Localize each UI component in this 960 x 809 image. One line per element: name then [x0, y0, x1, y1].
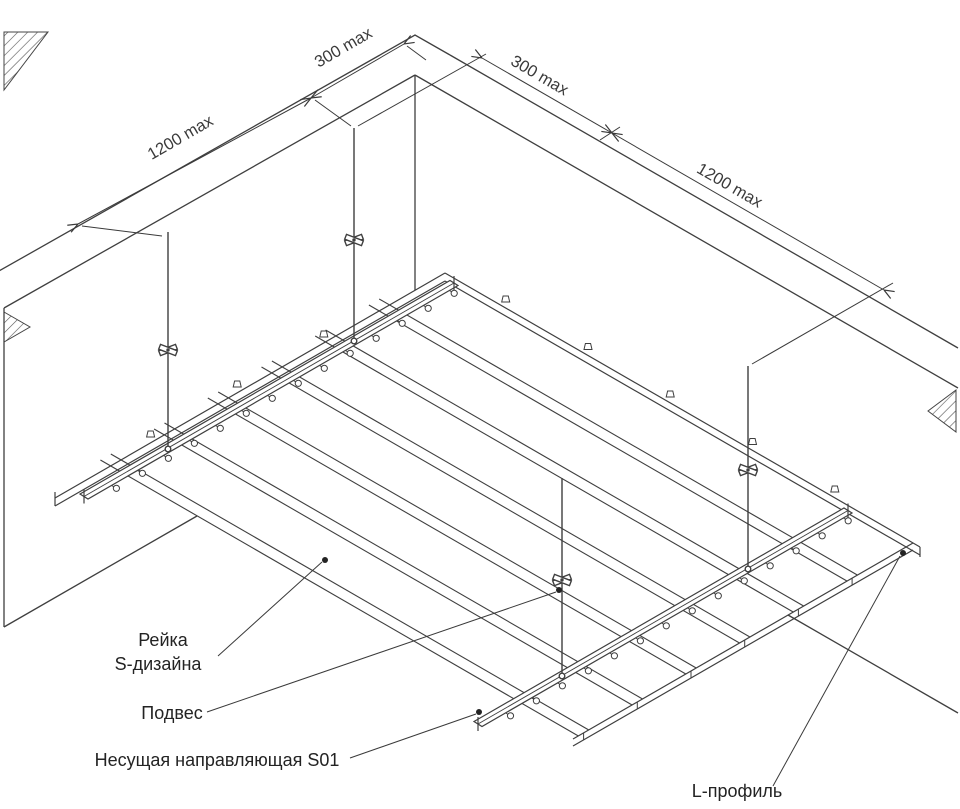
leader-line: [206, 591, 557, 713]
wall-dowel: [146, 430, 156, 438]
l-profile-right-edge: [444, 272, 921, 548]
l-profile-left-lip: [54, 280, 446, 507]
callout-dot: [476, 709, 482, 715]
slat-edge: [110, 453, 590, 731]
dimension-line-left-spacing: [78, 98, 311, 224]
wall-dowel: [232, 380, 242, 388]
slat-edge: [261, 366, 740, 644]
extension-line: [357, 53, 487, 127]
carriers: [78, 276, 854, 731]
dimension-line-right-offset: [482, 58, 612, 133]
leader-line: [217, 561, 323, 657]
wall-dowel: [665, 390, 675, 398]
callout-leaders: [206, 555, 901, 787]
leader-line: [349, 713, 477, 759]
slat-edge: [217, 391, 697, 669]
left-wall-bottom-edge: [3, 515, 198, 628]
hanger-hook-foot: [558, 672, 566, 680]
l-profile-left-edge: [54, 272, 446, 499]
dimension-line-right-spacing: [612, 133, 884, 290]
ceiling-front-edge: [572, 542, 914, 740]
callout-dots: [322, 550, 906, 715]
wall-dowel: [501, 295, 511, 303]
right-wall-face: [415, 75, 958, 713]
slat-edge: [164, 422, 643, 700]
rail-label-line1: Рейка: [138, 630, 189, 650]
wall-break-hatch-right: [927, 389, 957, 433]
slat-edge: [368, 304, 848, 582]
ceiling-front-edge-lip: [572, 549, 914, 747]
slats-group: [100, 298, 858, 740]
slat-edge: [100, 459, 579, 737]
carrier-rail-1-centerline: [83, 282, 455, 497]
wall-dowel: [830, 485, 840, 493]
slat-edge: [153, 428, 633, 706]
right-wall-bottom-edge: [787, 614, 959, 714]
wall-dowel: [583, 343, 593, 350]
wall-dowel: [748, 438, 757, 445]
slat-edge: [271, 360, 751, 638]
dimensions: [78, 44, 893, 365]
slat-edge: [325, 329, 804, 607]
slat-edge: [378, 298, 858, 576]
carrier-label: Несущая направляющая S01: [95, 750, 340, 770]
rail-label-line2: S-дизайна: [115, 654, 203, 674]
slat-edge: [207, 397, 687, 675]
hanger-hook-foot: [744, 565, 752, 573]
hanger-hook-foot: [350, 337, 358, 345]
leader-line: [772, 555, 901, 787]
hangers: [157, 128, 759, 680]
hanger-label: Подвес: [141, 703, 202, 723]
dimension-line-left-offset: [311, 44, 404, 98]
callout-dot: [556, 587, 562, 593]
wall-dowel: [319, 330, 329, 338]
slat-edge: [314, 335, 794, 613]
callout-labels: Рейка S-дизайна Подвес Несущая направляю…: [95, 630, 783, 801]
carrier-rail-2-centerline: [477, 510, 849, 725]
hanger-hook-foot: [164, 445, 172, 453]
wall-break-hatch-topleft: [3, 31, 50, 92]
l-profile-label: L-профиль: [692, 781, 783, 801]
callout-dot: [322, 557, 328, 563]
callout-dot: [900, 550, 906, 556]
wall-break-hatch-left: [3, 311, 32, 343]
